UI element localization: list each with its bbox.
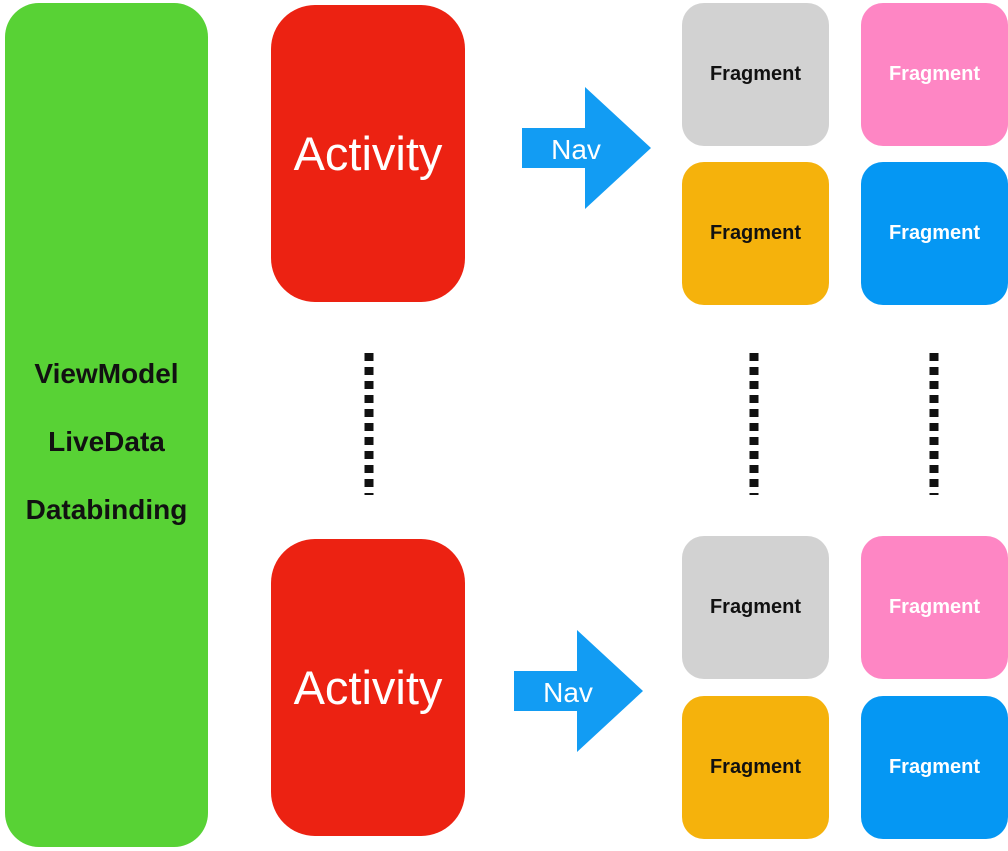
fragment-top-grey: Fragment: [682, 3, 829, 146]
sidebar-label-livedata: LiveData: [48, 426, 165, 457]
fragment-top-pink: Fragment: [861, 3, 1008, 146]
nav-arrow-bottom-shape: [514, 630, 643, 752]
fragment-top-blue: Fragment: [861, 162, 1008, 305]
fragment-bottom-blue: Fragment: [861, 696, 1008, 839]
sidebar-label-viewmodel: ViewModel: [34, 358, 179, 389]
fragment-top-orange: Fragment: [682, 162, 829, 305]
fragment-bottom-orange: Fragment: [682, 696, 829, 839]
nav-arrow-bottom-label: Nav: [543, 677, 593, 708]
dotted-separator-activity: [364, 353, 374, 495]
sidebar-label-databinding: Databinding: [25, 494, 188, 525]
activity-box-top: Activity: [271, 5, 465, 302]
fragment-bottom-grey: Fragment: [682, 536, 829, 679]
architecture-sidebar: ViewModel LiveData Databinding: [5, 3, 208, 847]
dotted-separator-fragments-right: [929, 353, 939, 495]
nav-arrow-bottom: Nav: [514, 630, 643, 752]
nav-arrow-top-shape: [522, 87, 651, 209]
nav-arrow-top: Nav: [522, 87, 651, 209]
nav-arrow-top-label: Nav: [551, 134, 601, 165]
dotted-separator-fragments-left: [749, 353, 759, 495]
fragment-bottom-pink: Fragment: [861, 536, 1008, 679]
activity-box-bottom: Activity: [271, 539, 465, 836]
